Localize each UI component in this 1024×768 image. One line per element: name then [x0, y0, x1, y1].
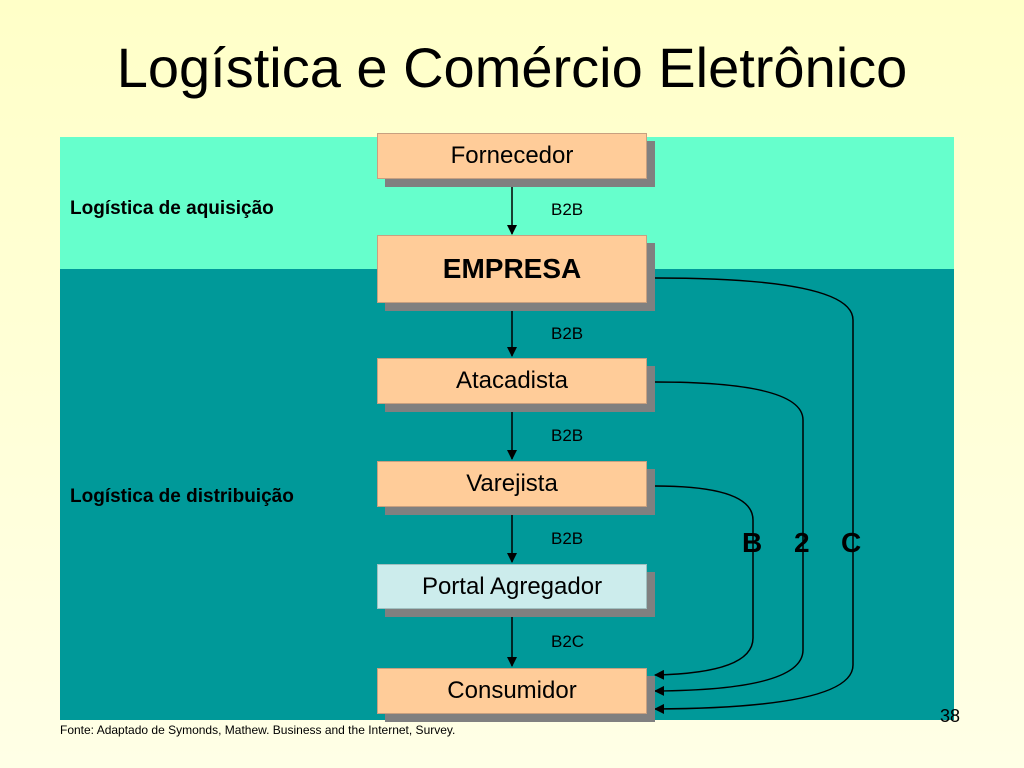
b2c-letter-c: C — [841, 527, 862, 558]
source-citation: Fonte: Adaptado de Symonds, Mathew. Busi… — [60, 723, 456, 737]
bypass-empresa-consumidor — [654, 277, 854, 714]
edge-label-atacadista-varejista: B2B — [551, 426, 584, 445]
edge-label-varejista-portal: B2B — [551, 529, 584, 548]
node-atacadista: Atacadista — [377, 358, 647, 404]
node-portal-agregador: Portal Agregador — [377, 564, 647, 609]
node-fornecedor: Fornecedor — [377, 133, 647, 179]
page-number: 38 — [940, 706, 961, 726]
bypass-atacadista-consumidor — [654, 381, 804, 696]
node-consumidor: Consumidor — [377, 668, 647, 714]
slide-title: Logística e Comércio Eletrônico — [116, 36, 908, 99]
b2c-letter-2: 2 — [794, 527, 810, 558]
edge-label-empresa-atacadista: B2B — [551, 324, 584, 343]
b2c-letter-b: B — [742, 527, 763, 558]
node-empresa: EMPRESA — [377, 235, 647, 303]
node-varejista: Varejista — [377, 461, 647, 507]
bypass-varejista-consumidor — [654, 485, 754, 680]
edge-label-fornecedor-empresa: B2B — [551, 200, 584, 219]
acquisition-label: Logística de aquisição — [70, 198, 274, 219]
distribution-label: Logística de distribuição — [70, 486, 294, 507]
edge-label-portal-consumidor: B2C — [551, 632, 585, 651]
